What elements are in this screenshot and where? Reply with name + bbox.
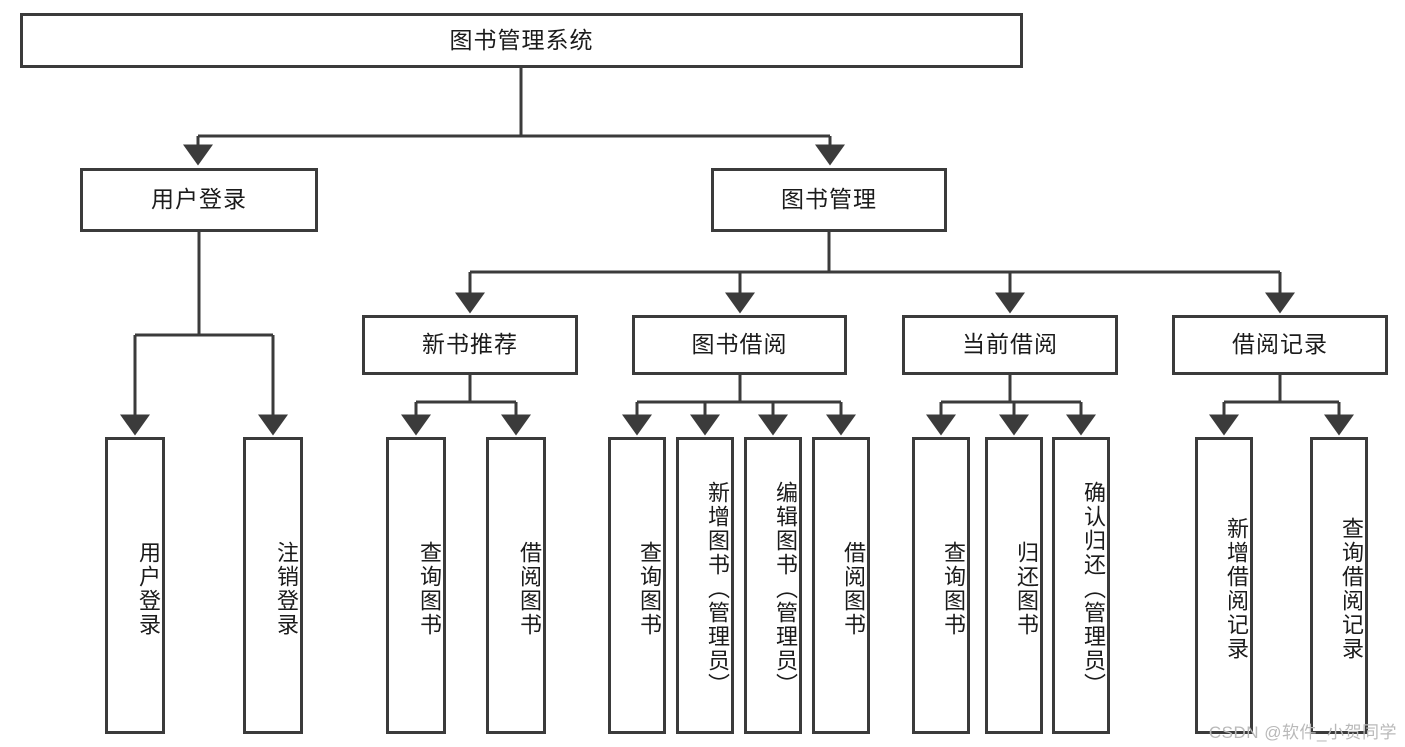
- node-current-borrow[interactable]: 当前借阅: [902, 315, 1118, 375]
- leaf-label: 查询借阅记录: [1339, 516, 1364, 661]
- leaf-label: 注销登录: [274, 540, 299, 637]
- leaf-add-borrow-record[interactable]: 新增借阅记录: [1195, 437, 1253, 734]
- leaf-query-book-new-recommend[interactable]: 查询图书: [386, 437, 446, 734]
- leaf-confirm-return-admin[interactable]: 确认归还（管理员）: [1052, 437, 1110, 734]
- leaf-label: 查询图书: [941, 540, 966, 637]
- leaf-query-borrow-record[interactable]: 查询借阅记录: [1310, 437, 1368, 734]
- node-borrow-record[interactable]: 借阅记录: [1172, 315, 1388, 375]
- leaf-label: 查询图书: [637, 540, 662, 637]
- leaf-borrow-book-new-recommend[interactable]: 借阅图书: [486, 437, 546, 734]
- leaf-label: 编辑图书（管理员）: [773, 480, 798, 697]
- leaf-return-book[interactable]: 归还图书: [985, 437, 1043, 734]
- leaf-label: 用户登录: [136, 540, 161, 637]
- leaf-label: 借阅图书: [841, 540, 866, 637]
- leaf-label: 归还图书: [1014, 540, 1039, 637]
- leaf-add-book-admin[interactable]: 新增图书（管理员）: [676, 437, 734, 734]
- leaf-query-book-current[interactable]: 查询图书: [912, 437, 970, 734]
- leaf-label: 查询图书: [417, 540, 442, 637]
- leaf-user-logout[interactable]: 注销登录: [243, 437, 303, 734]
- watermark-text: CSDN @软件_小贺同学: [1208, 723, 1397, 742]
- leaf-user-login[interactable]: 用户登录: [105, 437, 165, 734]
- node-root-system[interactable]: 图书管理系统: [20, 13, 1023, 68]
- node-book-management[interactable]: 图书管理: [711, 168, 947, 232]
- leaf-label: 借阅图书: [517, 540, 542, 637]
- node-book-borrow[interactable]: 图书借阅: [632, 315, 847, 375]
- leaf-label: 确认归还（管理员）: [1081, 480, 1106, 697]
- leaf-borrow-book[interactable]: 借阅图书: [812, 437, 870, 734]
- leaf-label: 新增借阅记录: [1224, 516, 1249, 661]
- leaf-label: 新增图书（管理员）: [705, 480, 730, 697]
- node-new-book-recommend[interactable]: 新书推荐: [362, 315, 578, 375]
- leaf-query-book-borrow[interactable]: 查询图书: [608, 437, 666, 734]
- leaf-edit-book-admin[interactable]: 编辑图书（管理员）: [744, 437, 802, 734]
- node-user-login[interactable]: 用户登录: [80, 168, 318, 232]
